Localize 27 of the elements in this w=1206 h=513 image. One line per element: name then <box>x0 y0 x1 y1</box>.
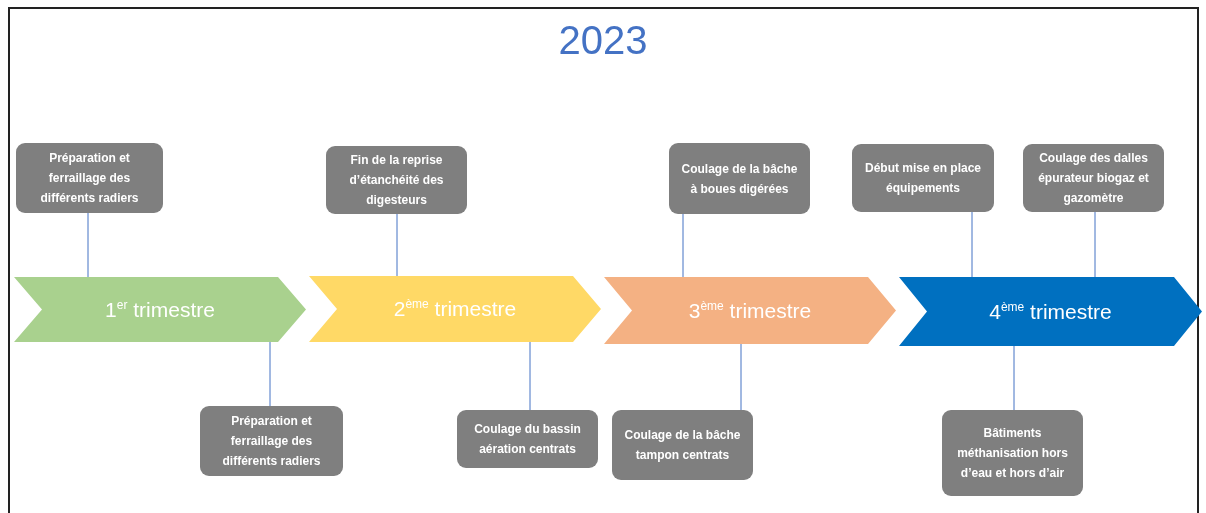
leader-line <box>269 341 271 407</box>
milestone-box: Coulage de la bâche à boues digérées <box>669 143 810 214</box>
leader-line <box>971 211 973 278</box>
milestone-box: Coulage de la bâche tampon centrats <box>612 410 753 480</box>
title: 2023 <box>558 18 648 62</box>
milestone-box: Préparation et ferraillage des différents radiers <box>200 406 343 476</box>
quarter-band <box>604 277 896 344</box>
quarter-label: 1$^{er}$ trimestre <box>105 297 215 322</box>
leader-line <box>1094 211 1096 278</box>
leader-line <box>529 341 531 411</box>
quarter-band <box>309 276 601 342</box>
quarter-label: 3$^{ème}$ trimestre <box>688 298 812 323</box>
quarter-label: 4$^{ème}$ trimestre <box>989 299 1112 324</box>
leader-line <box>682 213 684 278</box>
milestone-box: Coulage du bassin aération centrats <box>457 410 598 468</box>
quarter-band <box>14 277 306 342</box>
milestone-box: Coulage des dalles épurateur biogaz et gazomètre <box>1023 144 1164 212</box>
leader-line <box>87 212 89 278</box>
leader-line <box>740 343 742 411</box>
quarter-label: 2$^{ème}$ trimestre <box>393 297 517 321</box>
quarter-band <box>899 277 1202 346</box>
leader-line <box>396 213 398 277</box>
leader-line <box>1013 345 1015 411</box>
milestone-box: Début mise en place équipements <box>852 144 994 212</box>
milestone-box: Fin de la reprise d’étanchéité des digesteurs <box>326 146 467 214</box>
milestone-box: Bâtiments méthanisation hors d’eau et hors d’air <box>942 410 1083 496</box>
milestone-box: Préparation et ferraillage des différents radiers <box>16 143 163 213</box>
